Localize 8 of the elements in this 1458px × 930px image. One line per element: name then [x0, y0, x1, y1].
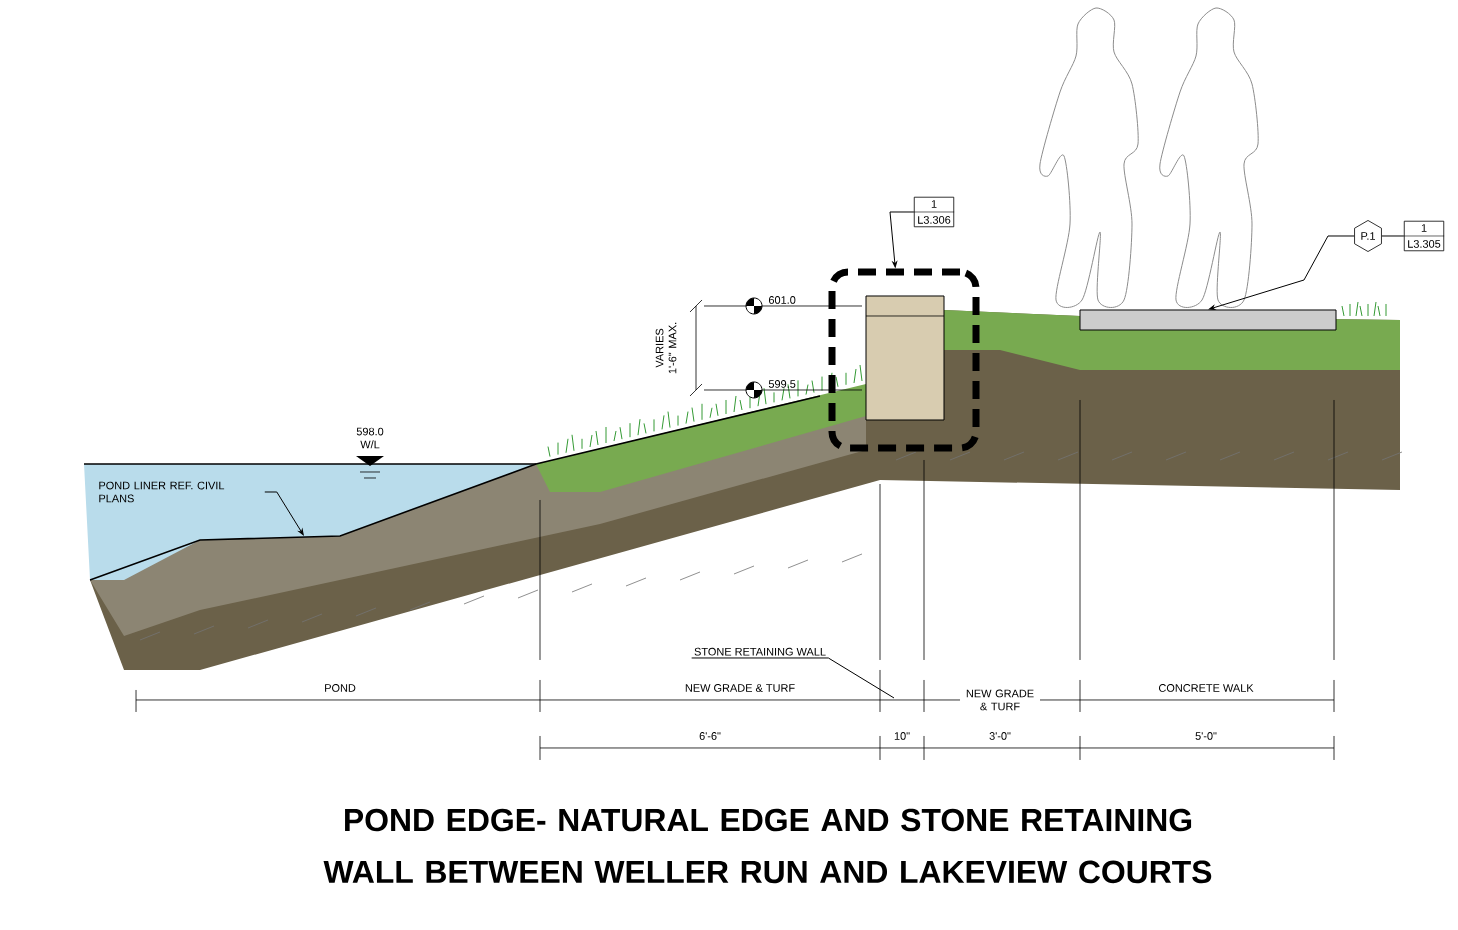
detail-callout-box: [828, 268, 980, 452]
connector-line: [1381, 235, 1405, 237]
leader-line: [889, 211, 915, 268]
leader-line: [264, 491, 304, 536]
concrete-walk-slab: [1079, 309, 1337, 331]
title: POND EDGE- NATURAL EDGE AND STONE RETAINING WALL BETWEEN WELLER RUN AND LAKEVIEW COURTS: [323, 808, 1212, 884]
leader-line: [691, 657, 895, 699]
leader-line: [1208, 235, 1355, 310]
